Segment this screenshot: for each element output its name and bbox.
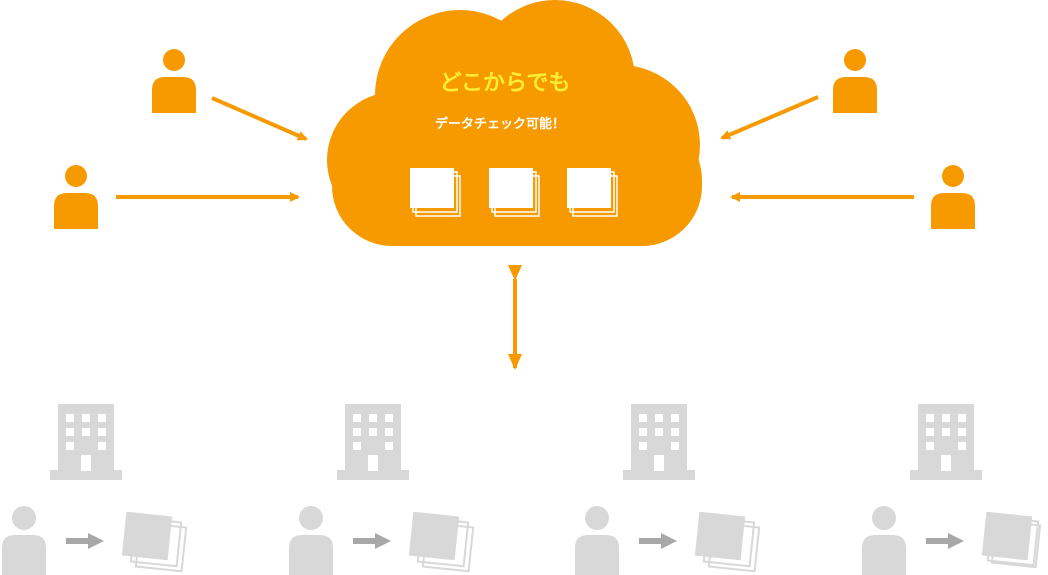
building-icon <box>50 404 122 480</box>
cloud-subtitle: データチェック可能！ <box>435 116 565 132</box>
office-site-4 <box>862 404 1042 575</box>
document-stack-icon <box>408 511 475 573</box>
building-icon <box>623 404 695 480</box>
office-site-2 <box>289 404 475 575</box>
cloud-shape <box>327 0 702 246</box>
building-icon <box>910 404 982 480</box>
remote-user-mid-left <box>54 165 300 229</box>
arrow-right-icon <box>66 533 104 549</box>
document-stack-icon <box>981 511 1042 569</box>
document-stack-icon <box>121 511 188 573</box>
building-icon <box>337 404 409 480</box>
person-icon <box>289 506 333 575</box>
person-icon <box>833 49 877 113</box>
cloud-title: どこからでも <box>440 71 571 96</box>
arrow-to-cloud <box>211 96 308 141</box>
office-site-3 <box>575 404 761 575</box>
person-icon <box>575 506 619 575</box>
arrow-right-icon <box>926 533 964 549</box>
arrow-right-icon <box>639 533 677 549</box>
remote-user-top-left <box>152 49 308 141</box>
document-stack-icon <box>567 168 618 217</box>
arrow-right-icon <box>353 533 391 549</box>
person-icon <box>931 165 975 229</box>
document-stack-icon <box>694 511 761 573</box>
person-icon <box>2 506 46 575</box>
office-site-1 <box>2 404 188 575</box>
remote-user-top-right <box>720 49 877 140</box>
person-icon <box>54 165 98 229</box>
remote-user-mid-right <box>730 165 975 229</box>
document-stack-icon <box>410 168 461 217</box>
document-stack-icon <box>489 168 540 217</box>
person-icon <box>152 49 196 113</box>
person-icon <box>862 506 906 575</box>
cloud: どこからでも データチェック可能！ <box>327 0 702 246</box>
arrow-to-cloud <box>720 95 819 140</box>
